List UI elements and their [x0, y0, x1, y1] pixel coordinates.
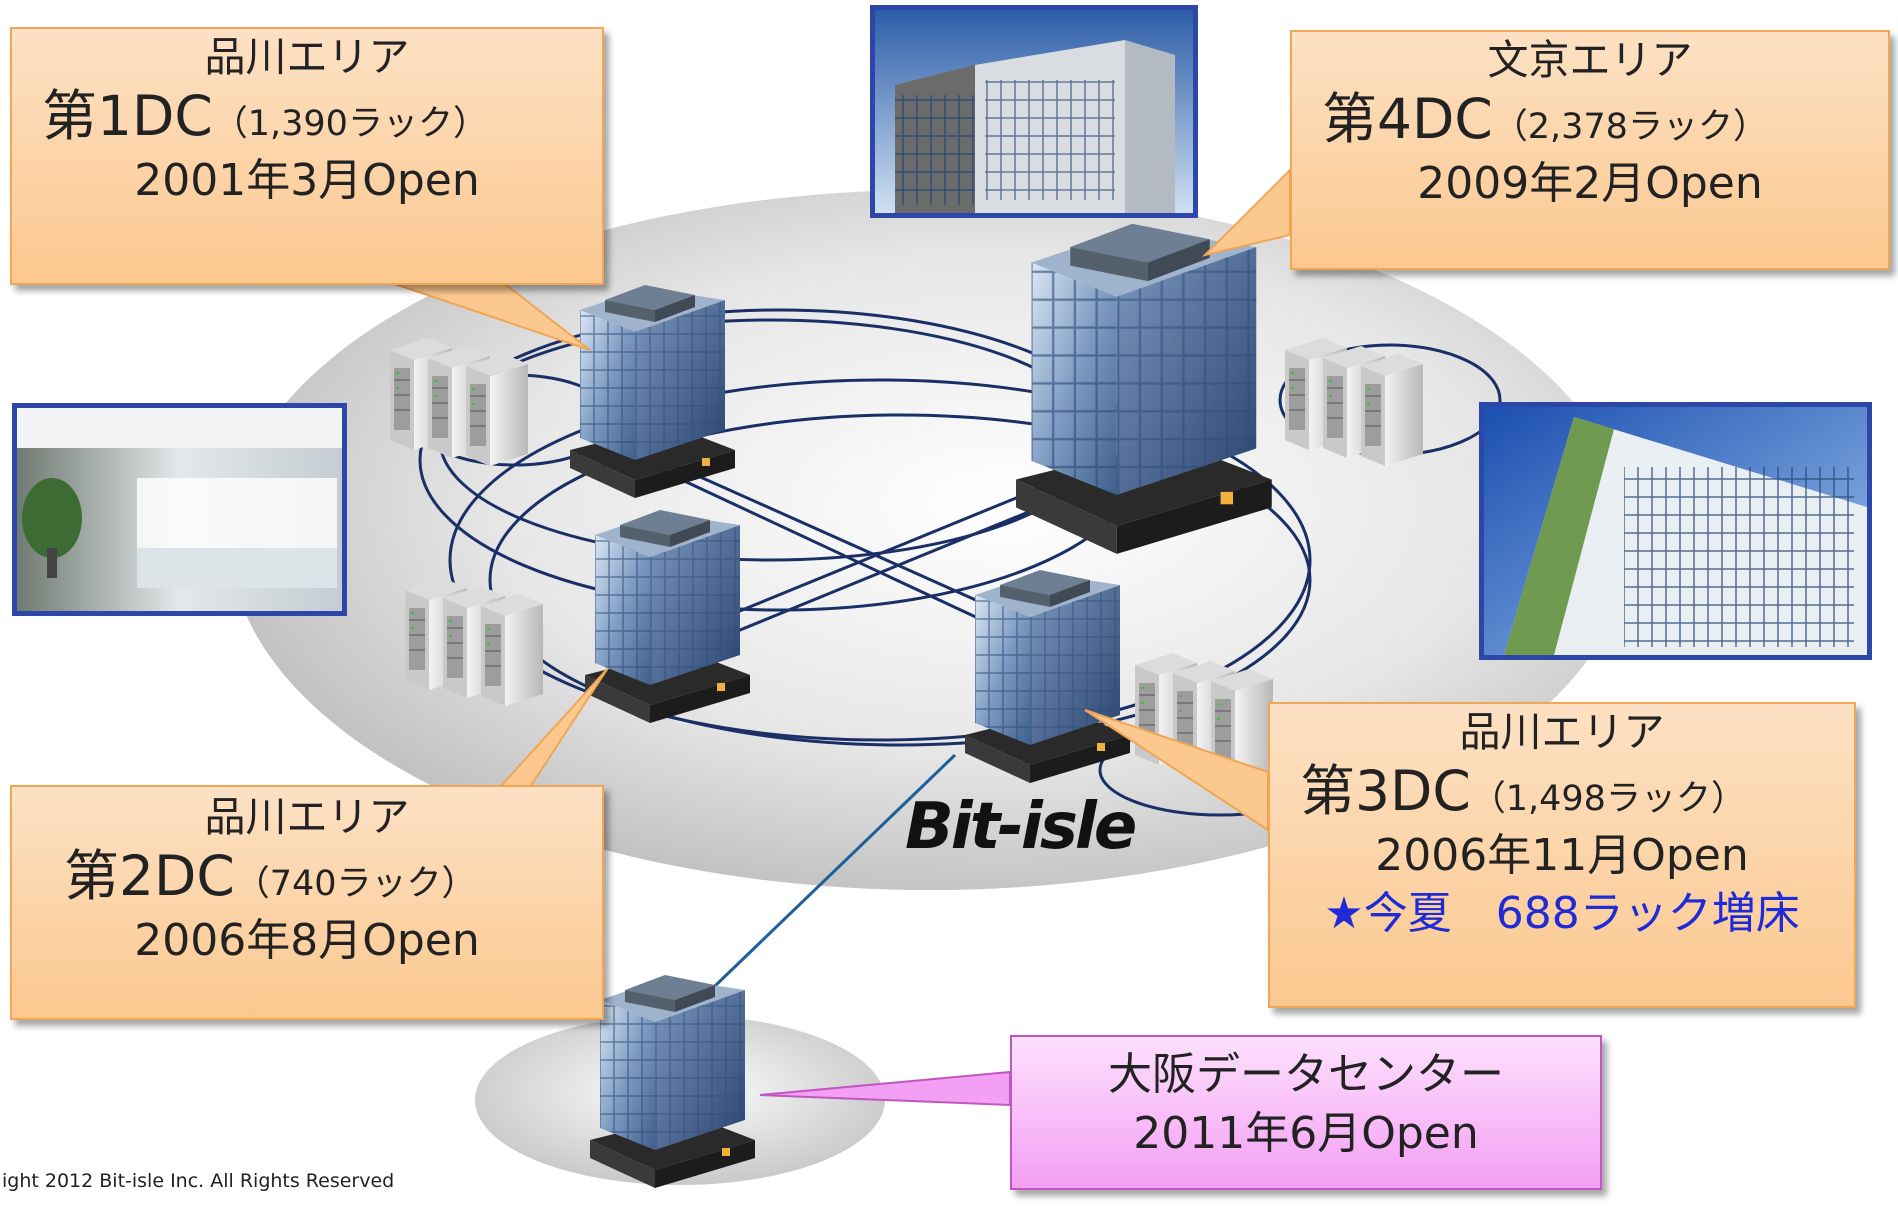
dc1-name: 第1DC	[42, 84, 213, 149]
dc4-open: 2009年2月Open	[1417, 157, 1763, 209]
dc4-title: 第4DC（2,378ラック）	[1292, 85, 1888, 154]
dc2-name: 第2DC	[64, 844, 235, 909]
building-icon-dc4	[1016, 223, 1272, 554]
dc2-racks: （740ラック）	[234, 864, 477, 905]
building-icon-dc1	[570, 285, 735, 498]
photo-building-top	[870, 5, 1198, 218]
dc2-area: 品川エリア	[204, 793, 410, 841]
dc4-area: 文京エリア	[1487, 36, 1693, 84]
callout-dc1: 品川エリア 第1DC（1,390ラック） 2001年3月Open	[10, 27, 604, 285]
dc1-racks: （1,390ラック）	[212, 104, 488, 145]
server-rack-icon	[390, 338, 528, 466]
dc3-open: 2006年11月Open	[1375, 829, 1749, 881]
dc4-racks: （2,378ラック）	[1492, 107, 1768, 148]
callout-dc4: 文京エリア 第4DC（2,378ラック） 2009年2月Open	[1290, 30, 1890, 270]
dc1-open: 2001年3月Open	[134, 154, 480, 206]
dc3-area: 品川エリア	[1459, 708, 1665, 756]
osaka-open: 2011年6月Open	[1133, 1108, 1479, 1160]
photo-lobby	[12, 403, 347, 616]
callout-dc2: 品川エリア 第2DC（740ラック） 2006年8月Open	[10, 785, 604, 1020]
callout-osaka: 大阪データセンター 2011年6月Open	[1010, 1035, 1602, 1190]
server-rack-icon	[405, 578, 543, 706]
dc3-expansion-plan: ★今夏 688ラック増床	[1324, 888, 1800, 940]
building-icon-osaka	[590, 975, 755, 1188]
photo-green-building	[1479, 402, 1872, 660]
dc1-area: 品川エリア	[204, 33, 410, 81]
dc3-name: 第3DC	[1300, 759, 1471, 824]
dc3-title: 第3DC（1,498ラック）	[1270, 757, 1854, 826]
dc2-open: 2006年8月Open	[134, 914, 480, 966]
osaka-link	[688, 753, 957, 1012]
callout-dc3: 品川エリア 第3DC（1,498ラック） 2006年11月Open ★今夏 68…	[1268, 702, 1856, 1008]
osaka-name: 大阪データセンター	[1108, 1049, 1504, 1100]
copyright-text: ight 2012 Bit-isle Inc. All Rights Reser…	[2, 1170, 395, 1192]
building-icon-dc2	[585, 510, 750, 723]
dc3-racks: （1,498ラック）	[1470, 779, 1746, 820]
building-icon-dc3	[965, 570, 1130, 783]
bit-isle-logo: Bit-isle	[905, 790, 1137, 864]
dc2-title: 第2DC（740ラック）	[12, 842, 602, 911]
dc4-name: 第4DC	[1322, 87, 1493, 152]
dc1-title: 第1DC（1,390ラック）	[12, 82, 602, 151]
server-rack-icon	[1285, 338, 1423, 466]
